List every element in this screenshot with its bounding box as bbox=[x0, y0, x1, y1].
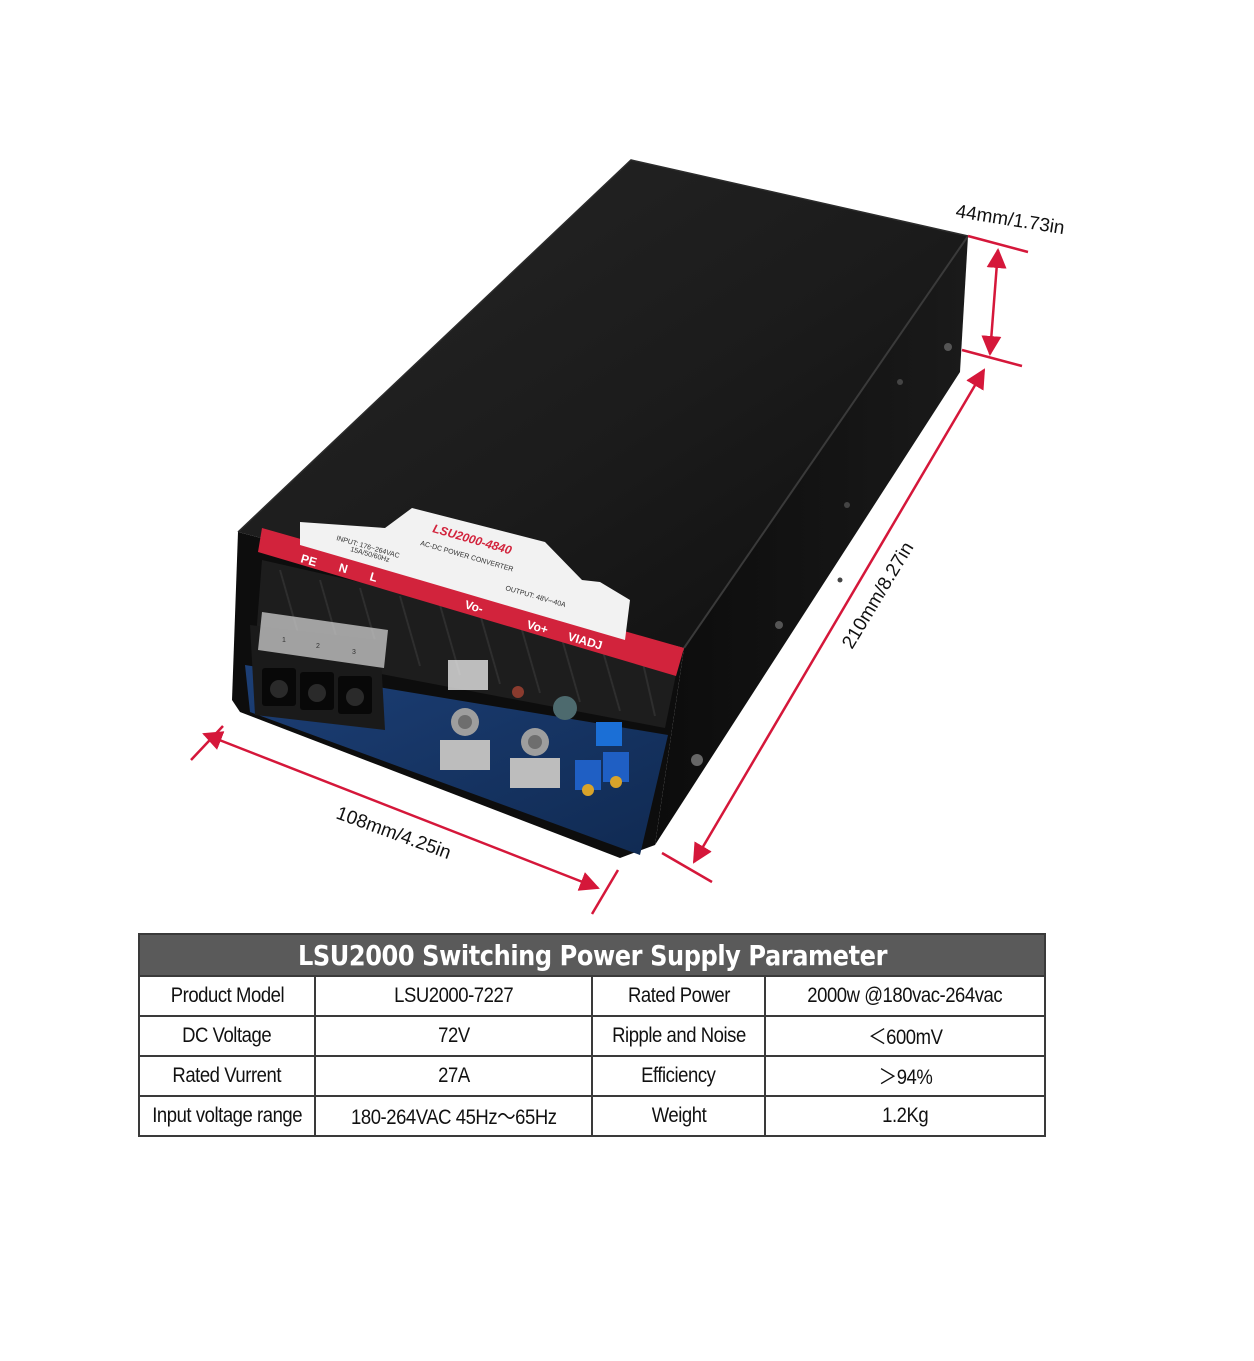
parameter-table: LSU2000 Switching Power Supply Parameter… bbox=[137, 933, 1047, 1137]
table-cell: Weight bbox=[591, 1095, 766, 1137]
product-label bbox=[300, 508, 630, 640]
terminal-number-3: 3 bbox=[352, 649, 356, 656]
table-row: DC Voltage 72V Ripple and Noise ＜600mV bbox=[138, 1015, 1047, 1057]
table-row: Rated Vurrent 27A Efficiency ＞94% bbox=[138, 1055, 1047, 1097]
screw bbox=[775, 621, 783, 629]
table-row: Product Model LSU2000-7227 Rated Power 2… bbox=[138, 975, 1047, 1017]
screw bbox=[837, 577, 843, 583]
terminal-block: 1 2 3 bbox=[250, 612, 388, 730]
table-cell: 2000w @180vac-264vac bbox=[763, 975, 1047, 1017]
table-cell: Efficiency bbox=[591, 1055, 766, 1097]
dimension-height: 44mm/1.73in bbox=[954, 201, 1066, 368]
table-cell: DC Voltage bbox=[138, 1015, 316, 1057]
dimension-width-label: 108mm/4.25in bbox=[333, 803, 453, 864]
power-supply-chassis: PE N L Vo- Vo+ VIADJ LSU2000-4840 AC-DC … bbox=[232, 159, 969, 858]
screw bbox=[944, 343, 952, 351]
terminal-label-pe: PE bbox=[299, 551, 318, 569]
table-title: LSU2000 Switching Power Supply Parameter bbox=[137, 933, 1047, 977]
table-row: Input voltage range 180-264VAC 45Hz～65Hz… bbox=[138, 1095, 1047, 1137]
terminal-label-l: L bbox=[368, 569, 379, 584]
terminal-number-2: 2 bbox=[316, 643, 320, 650]
table-cell: Rated Vurrent bbox=[138, 1055, 316, 1097]
terminal-label-strip bbox=[258, 528, 684, 676]
screw bbox=[897, 379, 903, 385]
screw bbox=[844, 502, 850, 508]
terminal-label-n: N bbox=[337, 560, 349, 576]
table-cell: 27A bbox=[314, 1055, 593, 1097]
table-cell: 180-264VAC 45Hz～65Hz bbox=[314, 1095, 593, 1137]
table-cell: Rated Power bbox=[591, 975, 766, 1017]
table-cell: 72V bbox=[314, 1015, 593, 1057]
table-title-text: LSU2000 Switching Power Supply Parameter bbox=[297, 938, 887, 972]
table-cell: LSU2000-7227 bbox=[314, 975, 593, 1017]
terminal-label-vo-minus: Vo- bbox=[463, 597, 485, 616]
table-cell: 1.2Kg bbox=[763, 1095, 1047, 1137]
terminal-label-vo-plus: Vo+ bbox=[525, 617, 549, 636]
screw bbox=[691, 754, 703, 766]
product-figure: PE N L Vo- Vo+ VIADJ LSU2000-4840 AC-DC … bbox=[190, 159, 1066, 915]
table-cell: Ripple and Noise bbox=[591, 1015, 766, 1057]
table-cell: ＞94% bbox=[763, 1055, 1047, 1097]
table-cell: ＜600mV bbox=[763, 1015, 1047, 1057]
table-cell: Input voltage range bbox=[138, 1095, 316, 1137]
terminal-number-1: 1 bbox=[282, 637, 286, 644]
table-cell: Product Model bbox=[138, 975, 316, 1017]
dimension-height-label: 44mm/1.73in bbox=[954, 201, 1066, 239]
